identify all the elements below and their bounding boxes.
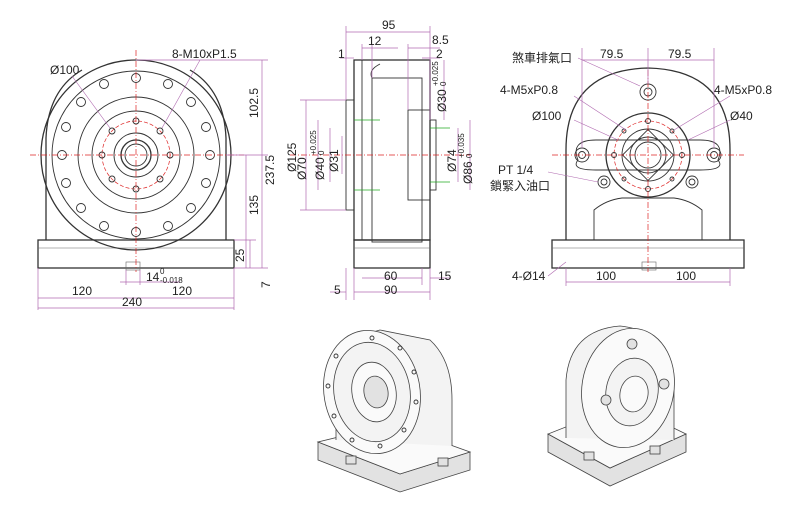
dia86-tol-top: +0.035 [457, 133, 466, 158]
dim-240: 240 [122, 295, 142, 309]
rear-m5-right-label: 4-M5xP0.8 [714, 83, 772, 97]
dim-15: 15 [438, 269, 452, 283]
dim-14-tol-top: 0 [160, 267, 165, 276]
dim-8-5: 8.5 [432, 33, 449, 47]
dia40-tol-top: +0.025 [309, 130, 318, 155]
dia31-label: Ø31 [327, 149, 341, 172]
rear-dia100-label: Ø100 [532, 109, 562, 123]
dim-14-tol-bot: -0.018 [160, 276, 183, 285]
rear-holes-label: 4-Ø14 [512, 269, 546, 283]
dim-79-5-left: 79.5 [600, 47, 624, 61]
dim-100-left: 100 [596, 269, 616, 283]
dim-95: 95 [382, 18, 396, 32]
dim-237-5: 237.5 [263, 155, 277, 185]
front-thread-label: 8-M10xP1.5 [172, 47, 237, 61]
rear-pt-label: PT 1/4 [498, 163, 533, 177]
dim-79-5-right: 79.5 [668, 47, 692, 61]
dim-5: 5 [334, 283, 341, 297]
dia30-tol-top: +0.025 [431, 61, 440, 86]
rear-m5-left-label: 4-M5xP0.8 [500, 83, 558, 97]
dia70-label: Ø70 [295, 157, 309, 180]
dia30-label: Ø30 [435, 89, 449, 112]
dim-90: 90 [384, 283, 398, 297]
dim-12: 12 [368, 34, 382, 48]
dim-25: 25 [233, 248, 247, 262]
dim-60: 60 [384, 269, 398, 283]
dia86-label: Ø86 [461, 161, 475, 184]
side-view: 95 12 8.5 1 2 Ø30 +0.025 0 Ø125 Ø70 Ø40 … [285, 18, 475, 300]
dia86-tol-bot: 0 [465, 153, 474, 158]
front-view: Ø100 8-M10xP1.5 102.5 237.5 135 25 7 14 … [30, 47, 277, 310]
dim-100-right: 100 [676, 269, 696, 283]
dia125-label: Ø125 [285, 142, 299, 172]
dim-120-right: 120 [172, 284, 192, 298]
front-dia100-label: Ø100 [50, 63, 80, 77]
dia74-label: Ø74 [445, 149, 459, 172]
rear-brake-label: 煞車排氣口 [512, 51, 572, 65]
dia40-label: Ø40 [313, 157, 327, 180]
dim-7: 7 [259, 281, 273, 288]
dia40-tol-bot: 0 [317, 150, 326, 155]
rear-view: 煞車排氣口 79.5 79.5 4-M5xP0.8 4-M5xP0.8 Ø100… [490, 47, 772, 286]
dim-14: 14 [146, 270, 160, 284]
rear-oil-label: 鎖緊入油口 [490, 178, 550, 193]
dim-2: 2 [436, 47, 443, 61]
dim-120-left: 120 [72, 284, 92, 298]
dim-1: 1 [338, 47, 345, 61]
dim-102-5: 102.5 [247, 88, 261, 118]
dim-135: 135 [247, 195, 261, 215]
rear-dia40-label: Ø40 [730, 109, 753, 123]
isometric-front [316, 329, 472, 493]
isometric-rear [547, 325, 687, 487]
dia30-tol-bot: 0 [439, 81, 448, 86]
